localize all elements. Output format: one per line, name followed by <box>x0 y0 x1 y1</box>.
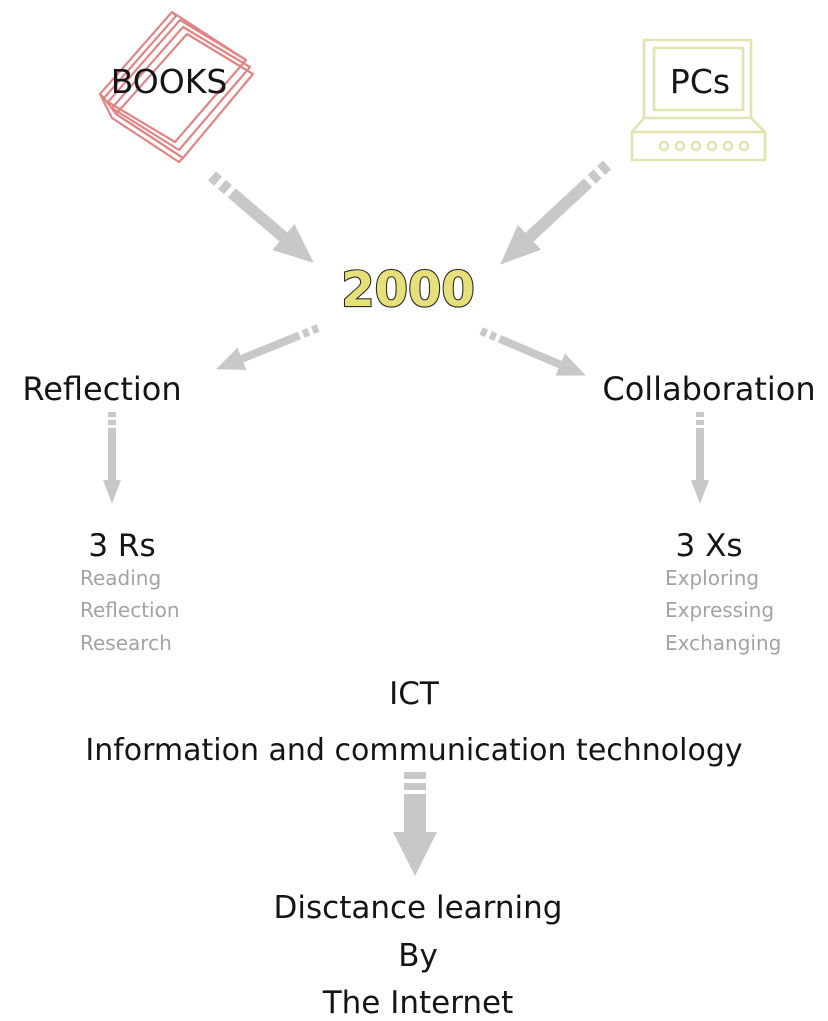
three-xs-item: Exchanging <box>665 631 781 655</box>
pcs-label: PCs <box>670 62 730 101</box>
books-label: BOOKS <box>111 62 228 101</box>
arrow-pcs-to-2000 <box>500 160 612 265</box>
arrow-2000-to-reflection <box>216 324 320 370</box>
computer-icon <box>630 38 767 162</box>
ict-abbreviation: ICT <box>389 676 440 712</box>
arrow-ict-to-distance-learning <box>393 772 437 876</box>
ict-full-name: Information and communication technology <box>85 733 742 768</box>
three-xs-item: Exploring <box>665 566 759 590</box>
reflection-label: Reflection <box>22 370 181 408</box>
three-xs-item: Expressing <box>665 598 774 622</box>
arrow-2000-to-collaboration <box>479 327 586 376</box>
three-rs-item: Research <box>80 631 172 655</box>
outcome-line-2: By <box>398 938 438 974</box>
outcome-line-3: The Internet <box>322 985 514 1021</box>
book-icon <box>98 10 255 164</box>
arrow-collaboration-to-3xs <box>691 412 709 504</box>
arrow-books-to-2000 <box>208 171 314 264</box>
outcome-line-1: Disctance learning <box>274 890 563 926</box>
year-label: 2000 <box>341 262 475 318</box>
three-xs-label: 3 Xs <box>676 528 743 564</box>
three-rs-label: 3 Rs <box>88 528 155 564</box>
three-rs-item: Reflection <box>80 598 180 622</box>
collaboration-label: Collaboration <box>602 370 815 408</box>
arrow-reflection-to-3rs <box>103 412 121 504</box>
three-rs-item: Reading <box>80 566 161 590</box>
